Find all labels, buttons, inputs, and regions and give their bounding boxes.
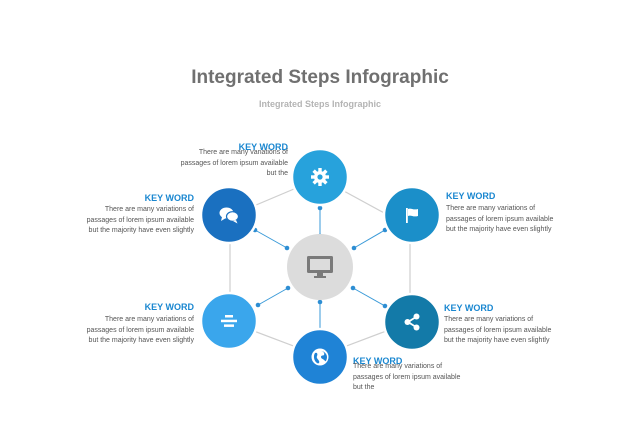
keyword-upper-left: KEY WORD: [144, 193, 194, 203]
connectors: [254, 208, 386, 330]
chat-icon: [215, 201, 243, 229]
node-lower-right: [382, 292, 442, 352]
keyword-lower-right: KEY WORD: [444, 303, 494, 313]
keyword-bottom: KEY WORD: [353, 356, 403, 366]
page-title: Integrated Steps Infographic: [191, 67, 449, 88]
keyword-lower-left: KEY WORD: [144, 302, 194, 312]
keyword-top: KEY WORD: [238, 142, 288, 152]
globe-icon: [306, 343, 334, 371]
connector-upper-left: [254, 229, 288, 249]
connector-lower-right: [352, 287, 386, 307]
connector-lower-left: [257, 287, 289, 306]
share-icon: [398, 308, 426, 336]
flag-icon: [398, 201, 426, 229]
list-icon: [215, 307, 243, 335]
keyword-upper-right: KEY WORD: [446, 191, 496, 201]
page-subtitle: Integrated Steps Infographic: [258, 99, 381, 109]
gear-icon: [306, 163, 334, 191]
connector-upper-right: [353, 229, 386, 249]
monitor-icon: [300, 250, 340, 284]
